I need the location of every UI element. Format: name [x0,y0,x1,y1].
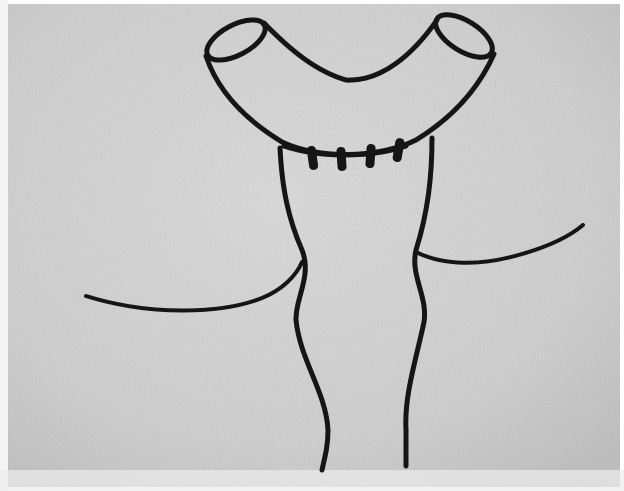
suture-knot [336,147,347,172]
paper-texture [4,4,620,487]
white-border-left [0,0,8,491]
suture-knot [365,144,376,169]
white-border-bottom [0,470,624,491]
